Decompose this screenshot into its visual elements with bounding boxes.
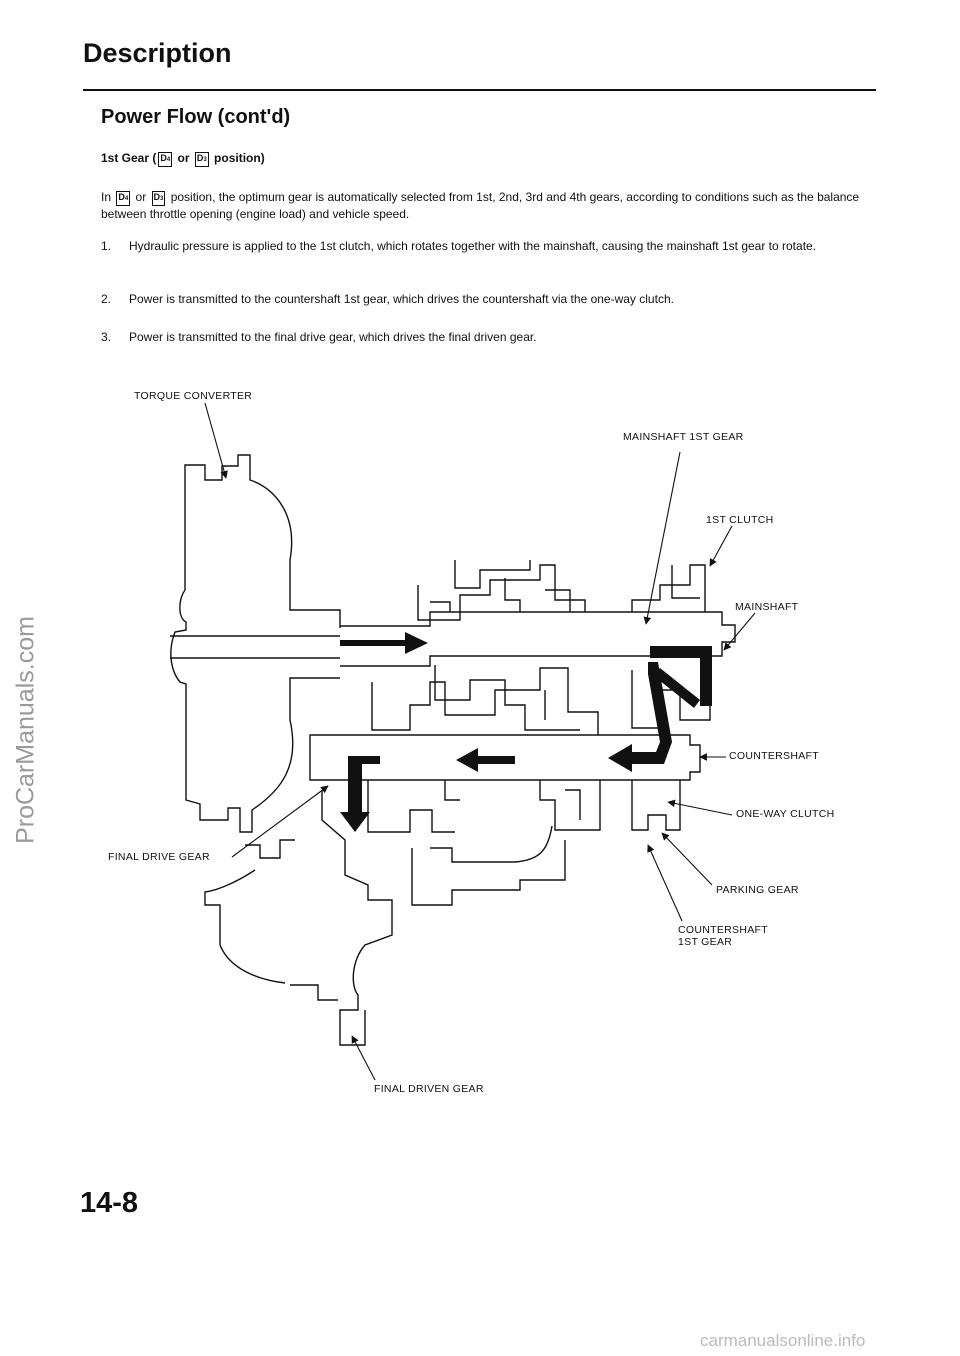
label-final-drive-gear: FINAL DRIVE GEAR — [108, 851, 210, 863]
mainshaft-outline — [340, 611, 736, 667]
label-torque-converter: TORQUE CONVERTER — [134, 390, 253, 402]
step-text: Power is transmitted to the final drive … — [129, 330, 537, 344]
gear-cluster — [430, 589, 571, 612]
gear-heading-prefix: 1st Gear ( — [101, 151, 157, 165]
watermark-left: ProCarManuals.com — [11, 616, 40, 844]
gear-cluster — [454, 560, 531, 612]
final-drive-outline — [204, 869, 286, 984]
leader-line — [667, 799, 733, 816]
leader-line — [643, 451, 681, 625]
label-countershaft-1st-gear: COUNTERSHAFT 1ST GEAR — [678, 924, 768, 948]
label-one-way-clutch: ONE-WAY CLUTCH — [736, 808, 835, 820]
header-rule — [83, 89, 876, 91]
position-number: 4 — [166, 157, 171, 163]
position-d4-box: D4 — [158, 152, 173, 167]
intro-prefix: In — [101, 190, 115, 204]
position-letter: D — [160, 153, 167, 163]
gear-cluster — [631, 655, 711, 729]
final-drive-outline — [290, 790, 393, 1046]
intro-mid: or — [132, 190, 150, 204]
leader-line — [647, 844, 683, 922]
step-number: 1. — [101, 239, 112, 253]
torque-converter-outline — [184, 454, 341, 628]
power-flow-arrow — [608, 662, 672, 772]
power-flow-arrow — [456, 748, 515, 772]
gear-heading-mid: or — [174, 151, 193, 165]
step-text: Power is transmitted to the countershaft… — [129, 292, 674, 306]
gear-cluster — [417, 564, 586, 621]
step-item: 3. Power is transmitted to the final dri… — [101, 329, 886, 346]
gear-heading: 1st Gear (D4 or D3 position) — [101, 150, 265, 167]
gear-cluster — [539, 780, 601, 831]
intro-paragraph: In D4 or D3 position, the optimum gear i… — [101, 189, 886, 223]
section-title: Description — [83, 38, 232, 68]
position-number: 3 — [203, 157, 207, 163]
gear-heading-suffix: position) — [210, 151, 265, 165]
leader-line — [231, 785, 329, 858]
leader-line — [709, 525, 733, 567]
position-letter: D — [118, 192, 125, 202]
power-flow-arrow — [654, 668, 700, 708]
leader-line — [723, 612, 756, 651]
label-mainshaft: MAINSHAFT — [735, 601, 799, 613]
step-number: 3. — [101, 330, 112, 344]
label-countershaft: COUNTERSHAFT — [729, 750, 819, 762]
position-number: 4 — [124, 196, 129, 202]
leader-line — [661, 832, 713, 886]
torque-converter-outline — [170, 478, 340, 833]
label-line: 1ST GEAR — [678, 936, 733, 948]
gear-cluster — [367, 780, 460, 833]
gear-cluster — [631, 780, 681, 831]
parking-drum — [411, 825, 566, 906]
label-line: COUNTERSHAFT — [678, 924, 768, 936]
gear-cluster — [434, 665, 580, 731]
leader-line — [351, 1035, 376, 1081]
power-flow-arrow — [340, 632, 428, 654]
label-parking-gear: PARKING GEAR — [716, 884, 799, 896]
step-item: 2. Power is transmitted to the countersh… — [101, 291, 886, 308]
step-item: 1. Hydraulic pressure is applied to the … — [101, 238, 886, 255]
label-final-driven-gear: FINAL DRIVEN GEAR — [374, 1083, 484, 1095]
gear-cluster — [631, 564, 706, 612]
leader-line — [204, 402, 228, 479]
page-number: 14-8 — [80, 1187, 139, 1219]
position-letter: D — [153, 192, 161, 202]
mainshaft-outline — [170, 635, 340, 659]
countershaft-outline — [309, 734, 701, 781]
label-mainshaft-1st-gear: MAINSHAFT 1ST GEAR — [623, 431, 744, 443]
position-number: 3 — [160, 196, 164, 202]
intro-text: position, the optimum gear is automatica… — [101, 190, 860, 221]
power-flow-arrow — [340, 756, 380, 832]
subtitle: Power Flow (cont'd) — [101, 106, 291, 128]
step-number: 2. — [101, 292, 112, 306]
gear-cluster — [371, 667, 599, 735]
label-1st-clutch: 1ST CLUTCH — [706, 514, 774, 526]
final-drive-outline — [245, 839, 295, 859]
power-flow-arrow — [650, 646, 712, 706]
watermark-bottom: carmanualsonline.info — [700, 1331, 866, 1350]
position-letter: D — [196, 153, 204, 163]
step-text: Hydraulic pressure is applied to the 1st… — [129, 239, 817, 253]
position-d3-box: D3 — [194, 152, 209, 167]
